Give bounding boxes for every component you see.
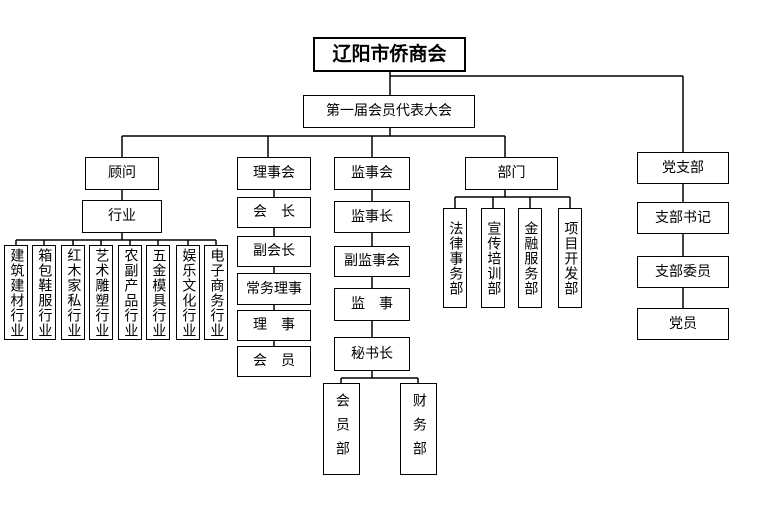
party-branch-box: 党支部 bbox=[637, 152, 729, 184]
industry-item: 娱乐文化行业 bbox=[176, 245, 200, 340]
supervisory-item-label: 秘书长 bbox=[351, 345, 393, 362]
finance-dept-box: 财务部 bbox=[400, 383, 437, 475]
council-item: 常务理事 bbox=[237, 273, 311, 305]
industry-label: 行业 bbox=[108, 208, 136, 225]
industry-item: 五金模具行业 bbox=[146, 245, 170, 340]
congress-box: 第一届会员代表大会 bbox=[303, 95, 475, 128]
council-item: 理 事 bbox=[237, 310, 311, 341]
industry-item-label: 艺术雕塑行业 bbox=[93, 247, 110, 338]
org-root-box: 辽阳市侨商会 bbox=[313, 37, 466, 72]
industry-item-label: 五金模具行业 bbox=[150, 247, 167, 338]
finance-dept-label: 财务部 bbox=[410, 393, 427, 465]
supervisory-item: 副监事会 bbox=[334, 246, 410, 277]
department-item-label: 金融服务部 bbox=[522, 220, 539, 296]
department-item: 项目开发部 bbox=[558, 208, 582, 308]
council-item-label: 常务理事 bbox=[246, 280, 302, 297]
supervisory-item-label: 副监事会 bbox=[344, 253, 400, 270]
council-item-label: 会 员 bbox=[253, 353, 295, 370]
party-branch-label: 党支部 bbox=[662, 159, 704, 176]
industry-item: 艺术雕塑行业 bbox=[89, 245, 113, 340]
supervisory-item-label: 监事长 bbox=[351, 208, 393, 225]
industry-box: 行业 bbox=[82, 200, 162, 233]
party-item: 党员 bbox=[637, 308, 729, 340]
supervisory-board-box: 监事会 bbox=[334, 157, 410, 190]
industry-item-label: 建筑建材行业 bbox=[8, 247, 25, 338]
industry-item: 电子商务行业 bbox=[204, 245, 228, 340]
org-root-label: 辽阳市侨商会 bbox=[332, 43, 447, 66]
congress-label: 第一届会员代表大会 bbox=[326, 103, 452, 120]
industry-item: 建筑建材行业 bbox=[4, 245, 28, 340]
council-item-label: 会 长 bbox=[253, 204, 295, 221]
party-item-label: 党员 bbox=[669, 315, 697, 332]
party-item-label: 支部书记 bbox=[655, 209, 711, 226]
industry-item-label: 娱乐文化行业 bbox=[180, 247, 197, 338]
council-box: 理事会 bbox=[237, 157, 311, 190]
council-item-label: 副会长 bbox=[253, 243, 295, 260]
party-item: 支部委员 bbox=[637, 256, 729, 288]
council-item: 会 员 bbox=[237, 346, 311, 377]
party-item: 支部书记 bbox=[637, 202, 729, 234]
industry-item-label: 农副产品行业 bbox=[122, 247, 139, 338]
industry-item-label: 箱包鞋服行业 bbox=[36, 247, 53, 338]
advisor-label: 顾问 bbox=[108, 165, 136, 182]
department-item-label: 项目开发部 bbox=[562, 220, 579, 296]
department-item: 宣传培训部 bbox=[481, 208, 505, 308]
industry-item: 红木家私行业 bbox=[61, 245, 85, 340]
council-item: 副会长 bbox=[237, 236, 311, 267]
industry-item-label: 电子商务行业 bbox=[208, 247, 225, 338]
departments-box: 部门 bbox=[465, 157, 558, 190]
department-item-label: 宣传培训部 bbox=[485, 220, 502, 296]
supervisory-item: 监 事 bbox=[334, 288, 410, 321]
council-label: 理事会 bbox=[253, 165, 295, 182]
supervisory-item-label: 监 事 bbox=[351, 296, 393, 313]
department-item-label: 法律事务部 bbox=[447, 220, 464, 296]
supervisory-item: 秘书长 bbox=[334, 337, 410, 371]
member-dept-label: 会员部 bbox=[333, 393, 350, 465]
department-item: 金融服务部 bbox=[518, 208, 542, 308]
industry-item-label: 红木家私行业 bbox=[65, 247, 82, 338]
departments-label: 部门 bbox=[497, 165, 526, 182]
council-item: 会 长 bbox=[237, 197, 311, 228]
supervisory-board-label: 监事会 bbox=[351, 165, 393, 182]
industry-item: 农副产品行业 bbox=[118, 245, 142, 340]
party-item-label: 支部委员 bbox=[655, 263, 711, 280]
supervisory-item: 监事长 bbox=[334, 201, 410, 233]
member-dept-box: 会员部 bbox=[323, 383, 360, 475]
department-item: 法律事务部 bbox=[443, 208, 467, 308]
industry-item: 箱包鞋服行业 bbox=[32, 245, 56, 340]
council-item-label: 理 事 bbox=[253, 317, 295, 334]
advisor-box: 顾问 bbox=[85, 157, 159, 190]
